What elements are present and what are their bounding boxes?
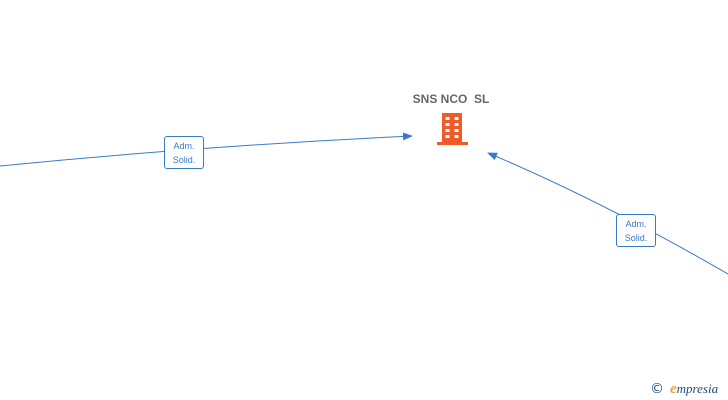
edge-label-right[interactable]: Adm. Solid. — [616, 214, 656, 247]
edge-label-line1: Adm. — [173, 140, 195, 151]
edge-label-line2: Solid. — [172, 154, 196, 165]
empresia-watermark: © e mpresia — [650, 380, 718, 398]
edge-label-line2: Solid. — [624, 232, 648, 243]
edge-label-line1: Adm. — [625, 218, 647, 229]
company-name[interactable]: SNS NCO SL — [412, 92, 490, 106]
brand-initial: e — [670, 380, 677, 397]
brand-name: mpresia — [676, 381, 719, 396]
building-icon[interactable] — [437, 113, 468, 145]
edge-label-left[interactable]: Adm. Solid. — [164, 136, 204, 169]
copyright-symbol: © — [650, 381, 664, 397]
edge-line-left[interactable] — [0, 132, 413, 167]
edge-line-right[interactable] — [487, 152, 728, 275]
